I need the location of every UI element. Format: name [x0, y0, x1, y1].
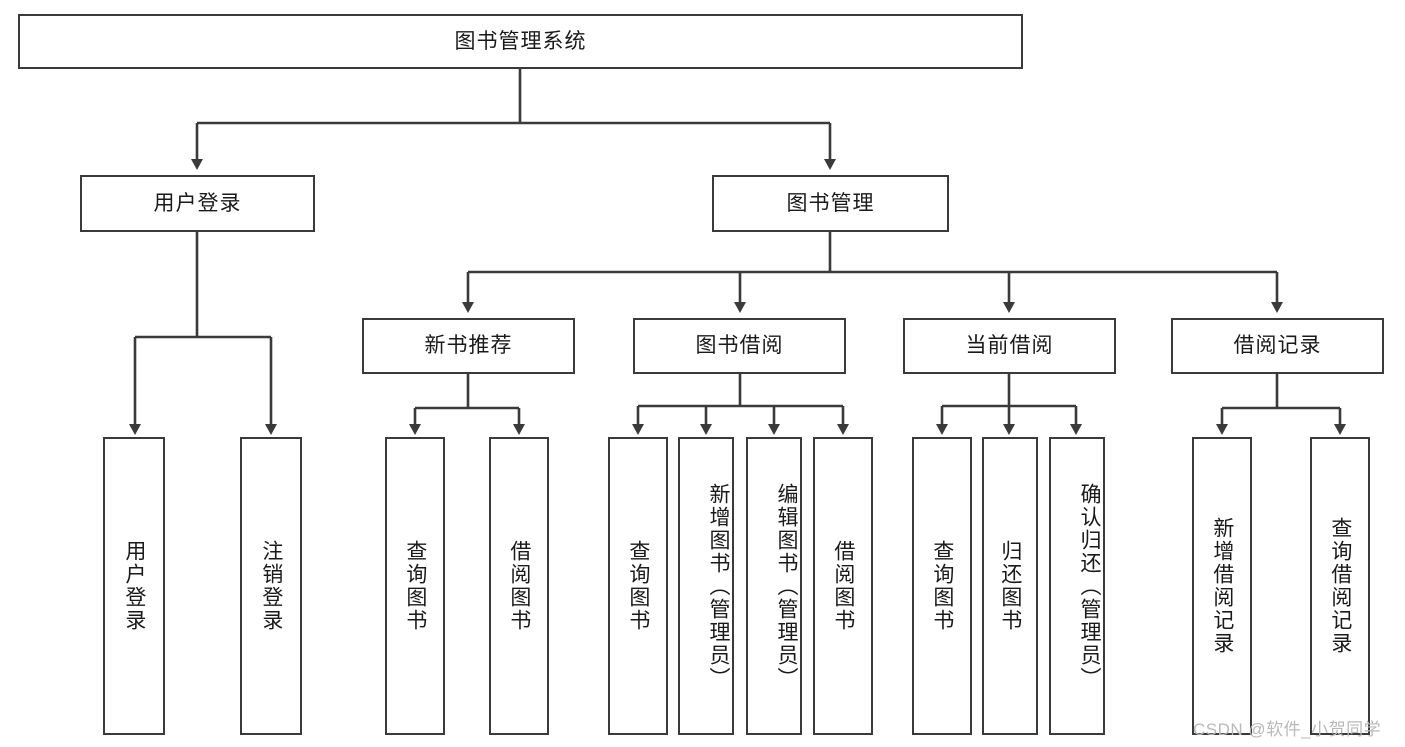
leaf-new-book-query[interactable]: 查询图书 — [385, 437, 445, 735]
leaf-new-book-borrow[interactable]: 借阅图书 — [489, 437, 549, 735]
leaf-borrow-borrow-book[interactable]: 借阅图书 — [813, 437, 873, 735]
node-current-borrowing[interactable]: 当前借阅 — [903, 318, 1116, 374]
leaf-record-query-record[interactable]: 查询借阅记录 — [1310, 437, 1370, 735]
node-borrowing-record[interactable]: 借阅记录 — [1171, 318, 1384, 374]
leaf-borrow-query-book[interactable]: 查询图书 — [608, 437, 668, 735]
node-root-system[interactable]: 图书管理系统 — [18, 14, 1023, 69]
node-user-login[interactable]: 用户登录 — [80, 175, 315, 232]
leaf-current-query-book[interactable]: 查询图书 — [912, 437, 972, 735]
node-book-borrowing[interactable]: 图书借阅 — [633, 318, 846, 374]
leaf-borrow-edit-book-admin[interactable]: 编辑图书（管理员） — [746, 437, 802, 735]
leaf-user-login-logout[interactable]: 注销登录 — [240, 437, 302, 735]
leaf-borrow-add-book-admin[interactable]: 新增图书（管理员） — [678, 437, 734, 735]
leaf-current-return-book[interactable]: 归还图书 — [982, 437, 1038, 735]
node-book-management[interactable]: 图书管理 — [712, 175, 949, 232]
leaf-current-confirm-return-admin[interactable]: 确认归还（管理员） — [1049, 437, 1105, 735]
node-new-book-recommendation[interactable]: 新书推荐 — [362, 318, 575, 374]
leaf-user-login-login[interactable]: 用户登录 — [103, 437, 165, 735]
leaf-record-add-record[interactable]: 新增借阅记录 — [1192, 437, 1252, 735]
csdn-watermark: CSDN @软件_小贺同学 — [1193, 720, 1382, 739]
